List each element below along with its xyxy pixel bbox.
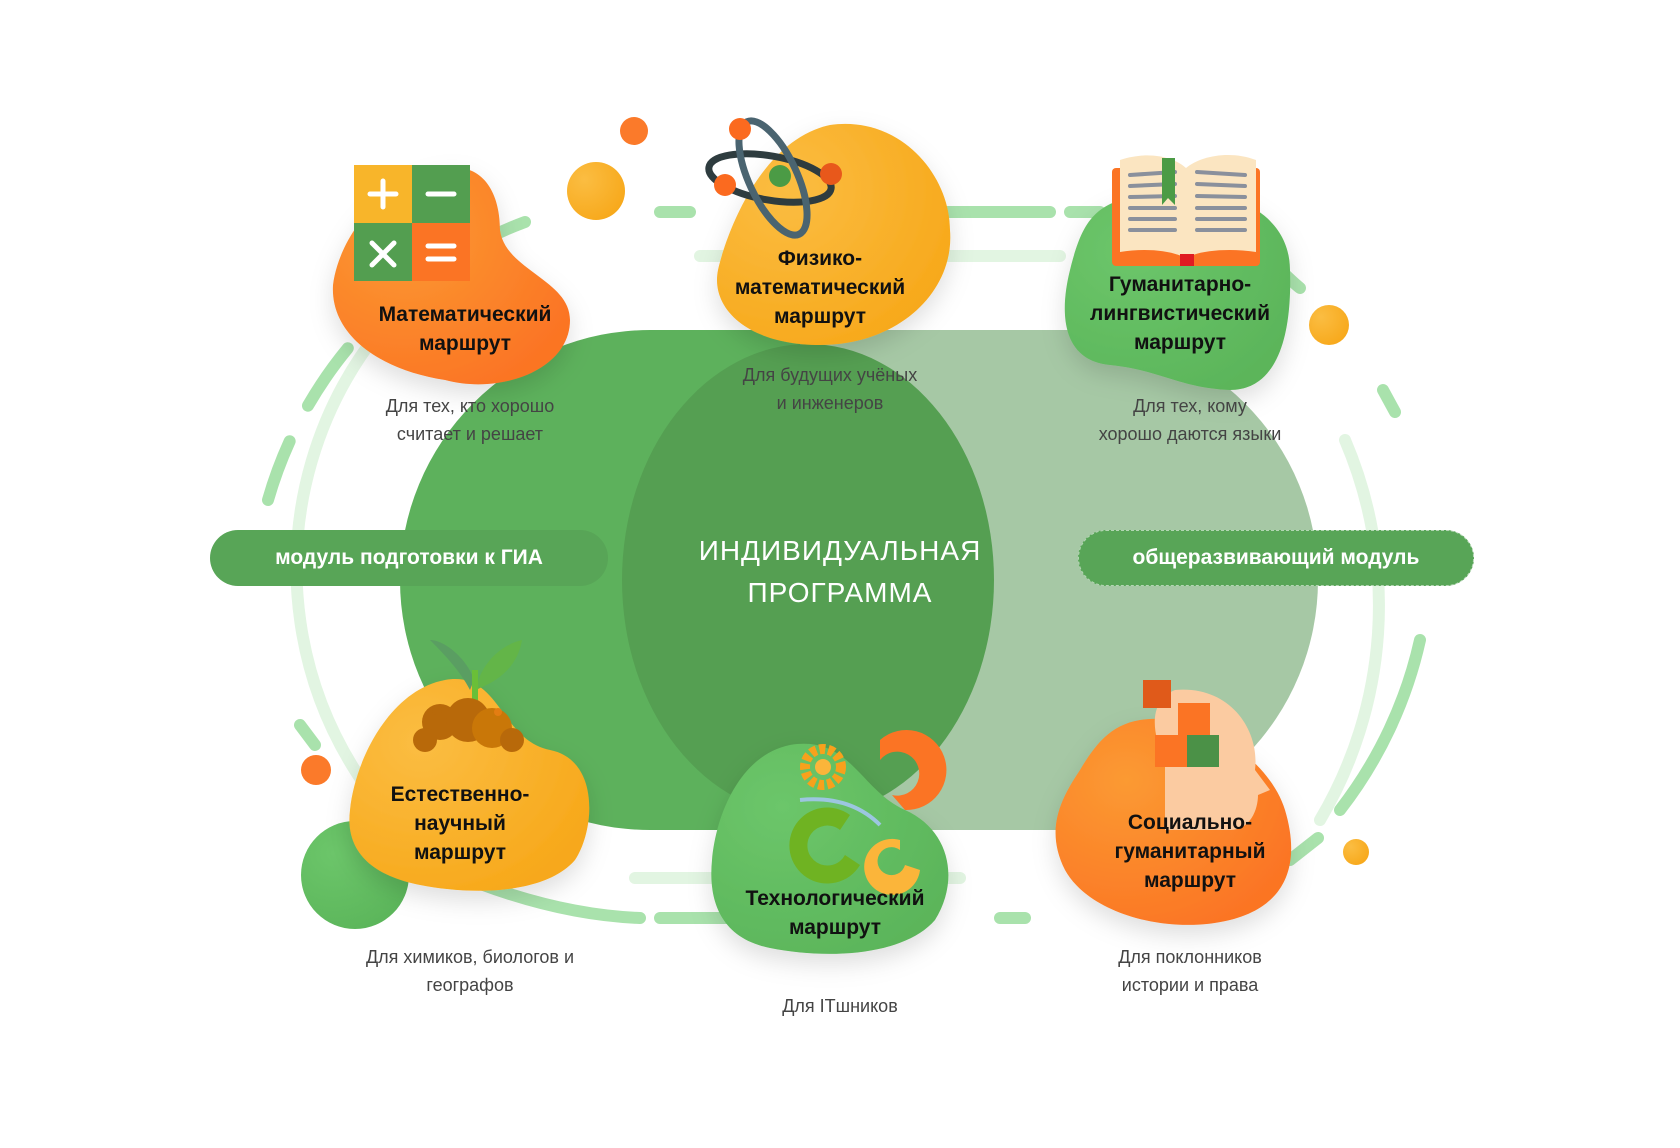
route-title-line: Физико- xyxy=(777,247,863,270)
module-pill-general: общеразвивающий модуль xyxy=(1078,530,1474,586)
module-general-label: общеразвивающий модуль xyxy=(1132,546,1420,569)
route-desc-line: Для поклонников xyxy=(1118,947,1262,967)
route-desc-line: Для будущих учёных xyxy=(742,365,918,385)
route-title-line: лингвистический xyxy=(1090,302,1270,325)
route-desc-line: Для тех, кто хорошо xyxy=(385,396,555,416)
route-desc-line: хорошо даются языки xyxy=(1098,424,1282,444)
module-gia-label: модуль подготовки к ГИА xyxy=(275,546,543,569)
route-desc-humling: Для тех, кому хорошо даются языки xyxy=(1070,392,1310,448)
route-desc-line: географов xyxy=(426,975,514,995)
route-title-socium: Социально- гуманитарный маршрут xyxy=(1085,808,1295,895)
route-title-line: Естественно- xyxy=(390,783,530,806)
route-desc-line: Для ITшников xyxy=(782,996,898,1016)
route-desc-line: считает и решает xyxy=(396,424,544,444)
head-puzzle-icon xyxy=(1143,680,1270,830)
route-title-line: маршрут xyxy=(773,305,867,328)
route-desc-math: Для тех, кто хорошо считает и решает xyxy=(350,392,590,448)
route-title-line: Гуманитарно- xyxy=(1108,273,1252,296)
route-title-line: научный xyxy=(414,812,506,835)
route-title-line: математический xyxy=(734,276,906,299)
route-title-line: Технологический xyxy=(745,887,925,910)
route-desc-line: и инженеров xyxy=(776,393,884,413)
route-title-line: маршрут xyxy=(1143,869,1237,892)
blob-tech xyxy=(711,743,949,954)
route-desc-tech: Для ITшников xyxy=(720,992,960,1020)
calculator-icon xyxy=(354,165,470,281)
gears-icon xyxy=(789,730,947,895)
central-title-line1: ИНДИВИДУАЛЬНАЯ xyxy=(698,535,982,566)
route-desc-line: истории и права xyxy=(1121,975,1259,995)
route-title-line: маршрут xyxy=(788,916,882,939)
route-title-line: маршрут xyxy=(413,841,507,864)
route-title-natsci: Естественно- научный маршрут xyxy=(360,780,560,867)
route-title-humling: Гуманитарно- лингвистический маршрут xyxy=(1075,270,1285,357)
blob-natsci xyxy=(349,679,590,891)
route-title-math: Математический маршрут xyxy=(365,300,565,358)
central-circle xyxy=(622,344,994,816)
central-title: ИНДИВИДУАЛЬНАЯ ПРОГРАММА xyxy=(640,530,1040,614)
route-title-line: маршрут xyxy=(418,332,512,355)
module-pill-gia: модуль подготовки к ГИА xyxy=(210,530,608,586)
central-shapes xyxy=(400,330,1318,830)
route-title-physmath: Физико- математический маршрут xyxy=(715,244,925,331)
route-title-tech: Технологический маршрут xyxy=(725,884,945,942)
route-desc-line: Для тех, кому xyxy=(1133,396,1247,416)
route-desc-line: Для химиков, биологов и xyxy=(365,947,575,967)
atom-icon xyxy=(705,117,842,239)
route-desc-physmath: Для будущих учёных и инженеров xyxy=(710,361,950,417)
sprout-icon xyxy=(413,640,524,752)
open-book-icon xyxy=(1112,154,1260,266)
route-title-line: Социально- xyxy=(1127,811,1253,834)
route-title-line: гуманитарный xyxy=(1114,840,1266,863)
central-title-line2: ПРОГРАММА xyxy=(747,577,933,608)
route-desc-socium: Для поклонников истории и права xyxy=(1070,943,1310,999)
route-title-line: Математический xyxy=(378,303,552,326)
route-desc-natsci: Для химиков, биологов и географов xyxy=(340,943,600,999)
route-title-line: маршрут xyxy=(1133,331,1227,354)
